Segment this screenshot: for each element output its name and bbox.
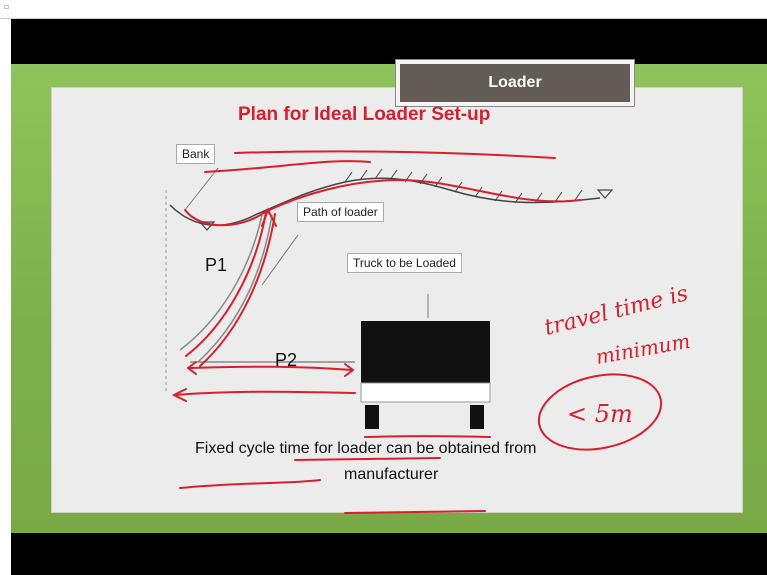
- footer-strike: [294, 457, 441, 461]
- video-bottom-bar: [11, 533, 767, 575]
- bank-hatching: [344, 168, 583, 204]
- loader-path-right: [197, 214, 273, 363]
- bank-pointer: [184, 167, 219, 211]
- footer-text-line2: manufacturer: [344, 466, 439, 483]
- path-pointer: [261, 234, 299, 286]
- section-title: Loader: [400, 64, 630, 102]
- bank-ground-line: [169, 177, 601, 226]
- footer-underline-2: [344, 510, 486, 514]
- truck-underline: [364, 435, 491, 438]
- title-underline: [234, 150, 556, 159]
- truck-chassis: [360, 382, 491, 403]
- footer-text-line1: Fixed cycle time for loader can be obtai…: [195, 440, 537, 457]
- red-annotations: [171, 150, 663, 514]
- footer-underline-1: [179, 479, 321, 489]
- section-title-tab: Loader: [395, 59, 635, 107]
- p1-label: P1: [205, 255, 228, 275]
- truck-wheel-left: [365, 405, 379, 429]
- level-marker-left: [198, 221, 216, 231]
- slide-main-title: Plan for Ideal Loader Set-up: [238, 104, 491, 125]
- truck-label: Truck to be Loaded: [347, 253, 462, 273]
- loader-path-left: [179, 214, 263, 351]
- video-frame: Loader: [11, 19, 767, 575]
- circle-annotation: [537, 373, 663, 451]
- path-of-loader-label: Path of loader: [297, 202, 384, 222]
- window-top-strip: ▫: [0, 0, 767, 19]
- handwritten-circled-note: < 5m: [567, 400, 633, 428]
- level-marker-right: [596, 189, 614, 199]
- truck-body: [361, 321, 490, 383]
- truck-wheel-right: [470, 405, 484, 429]
- bank-label: Bank: [176, 144, 216, 164]
- bank-underline: [204, 160, 371, 173]
- window-corner-icon: ▫: [4, 2, 10, 11]
- p2-label: P2: [275, 350, 298, 370]
